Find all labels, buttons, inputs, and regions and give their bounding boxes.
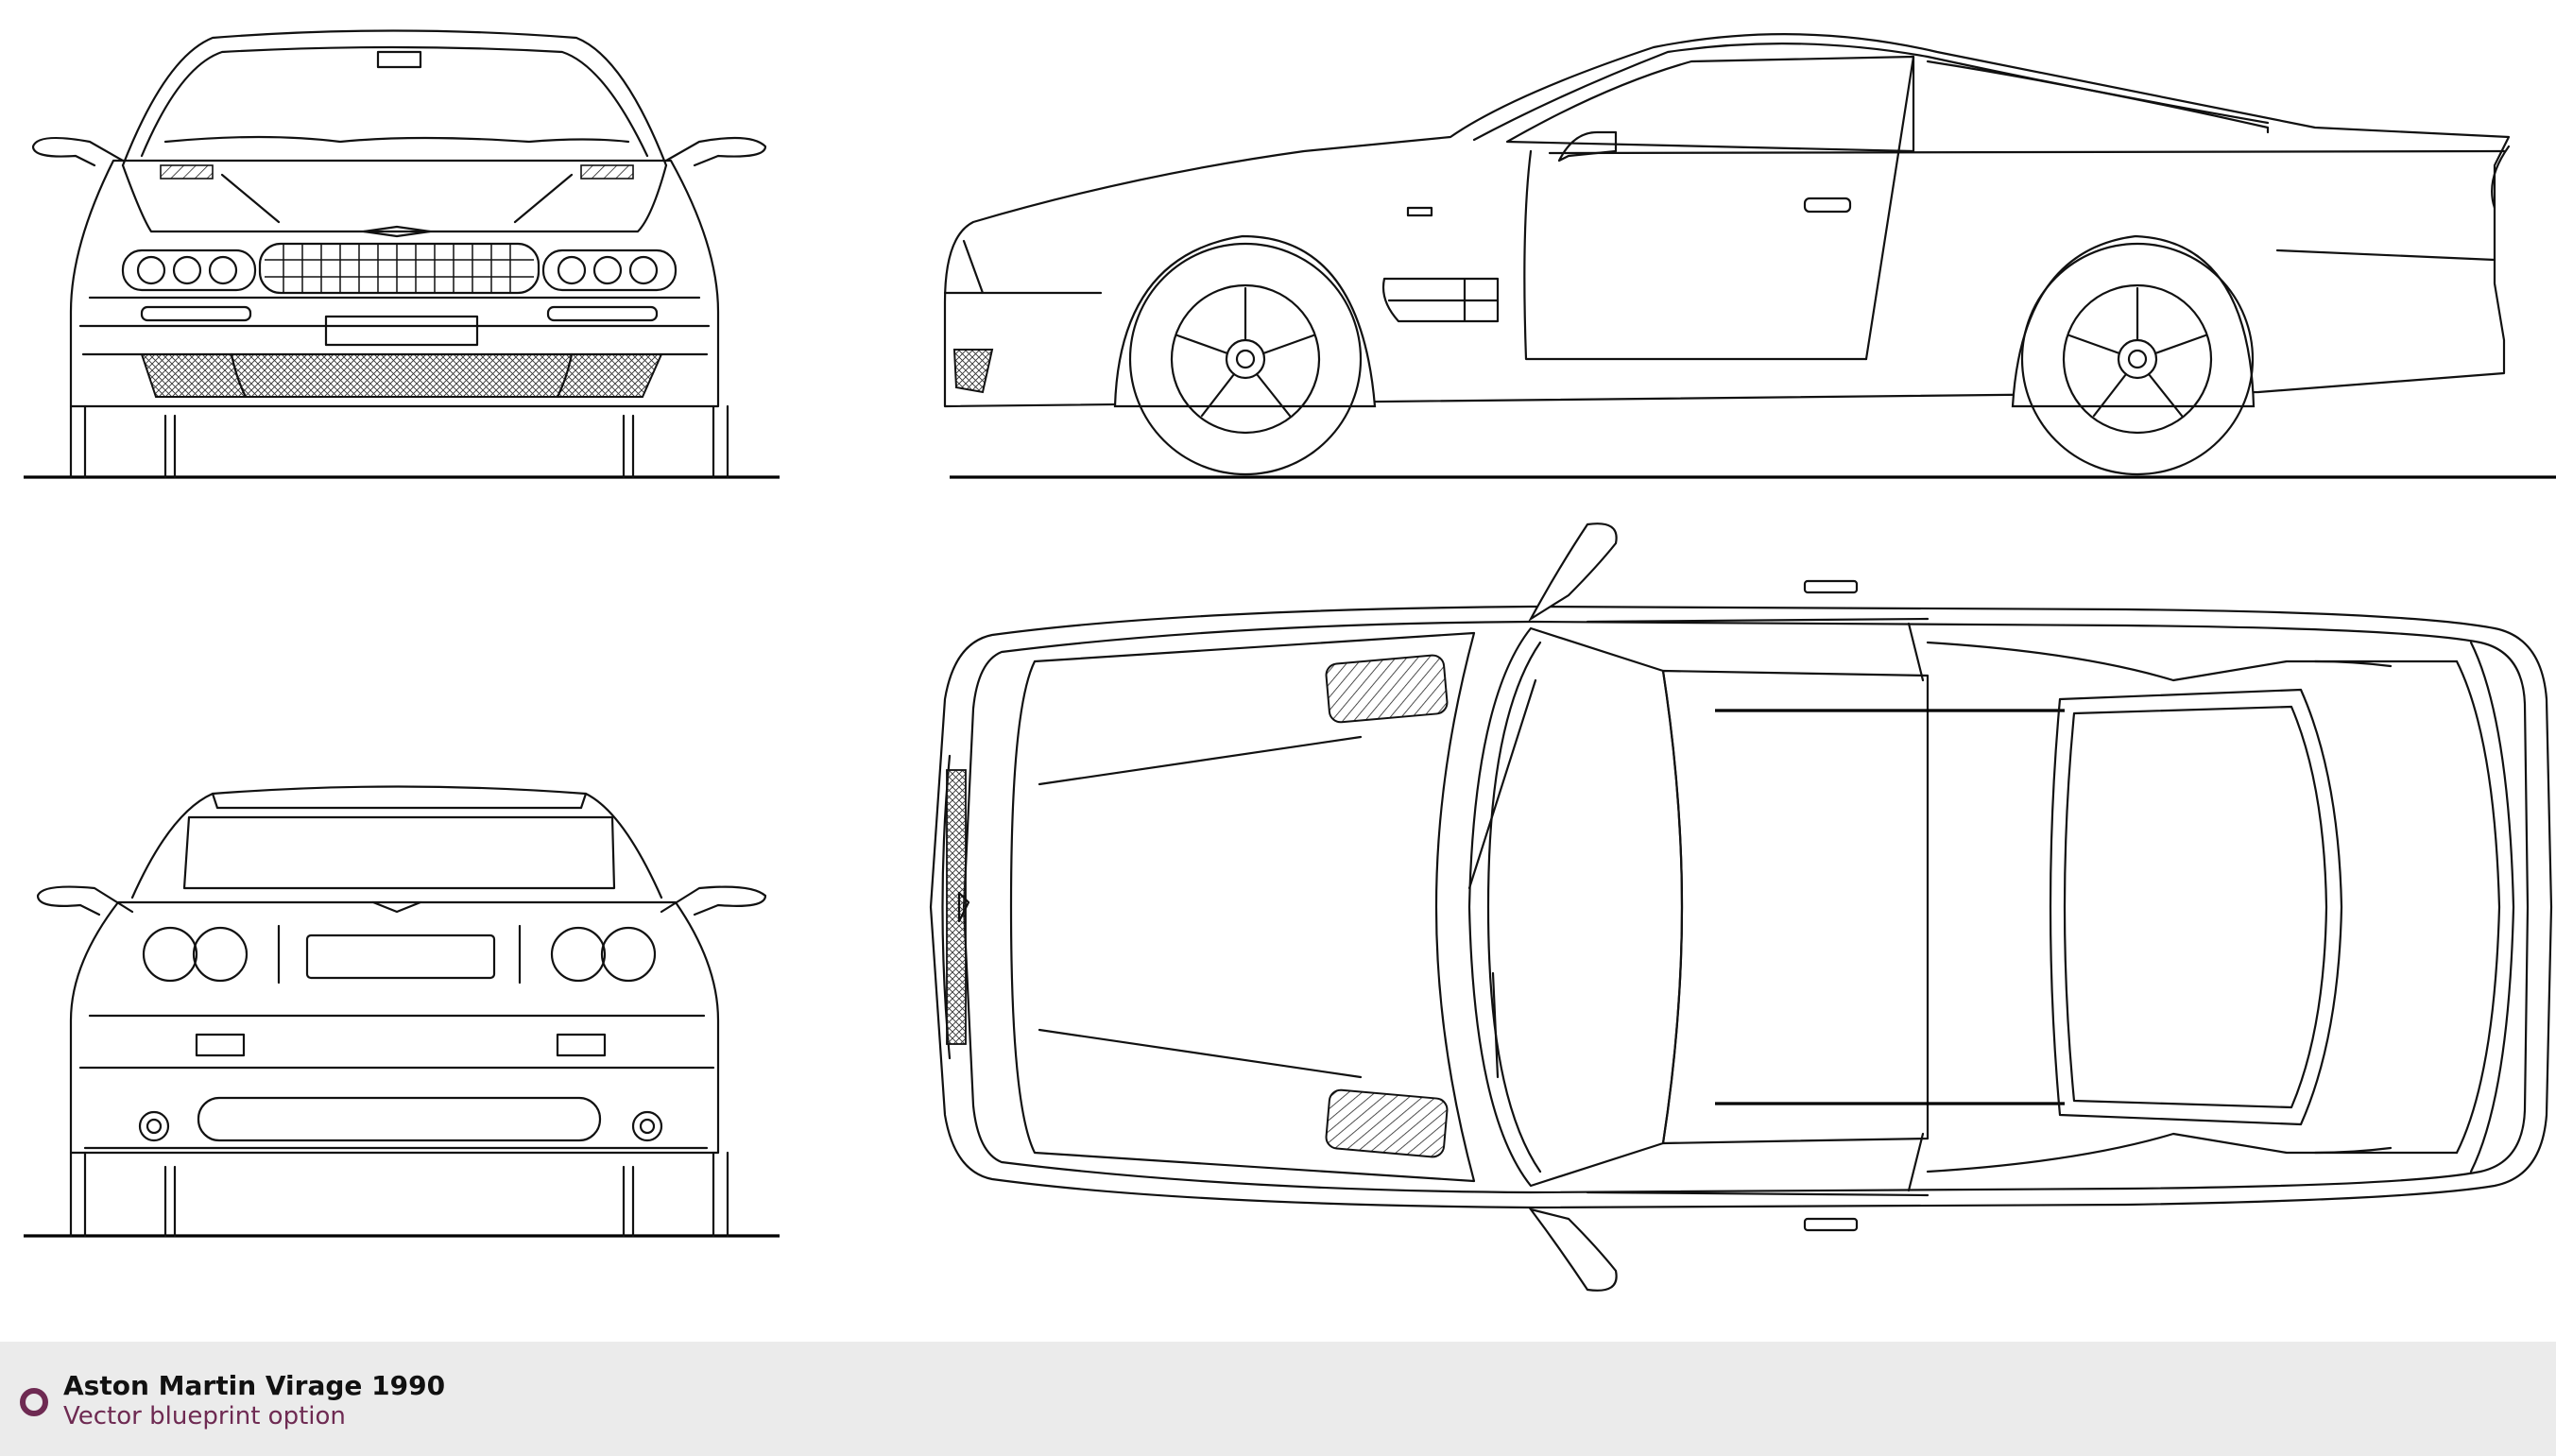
front-right-mirror [664, 136, 767, 167]
rear-window [182, 815, 616, 890]
side-view [943, 33, 2556, 479]
front-wheel [1128, 242, 1363, 476]
front-left-mirror [31, 136, 125, 167]
top-view [929, 522, 2553, 1292]
footer-bar: Aston Martin Virage 1990 Vector blueprin… [0, 1342, 2556, 1456]
rear-view [24, 785, 780, 1238]
rear-plate [305, 934, 496, 980]
front-view [24, 29, 780, 479]
footer-title: Aston Martin Virage 1990 [63, 1370, 446, 1401]
side-body [943, 33, 2511, 408]
footer-subtitle: Vector blueprint option [63, 1402, 346, 1430]
top-body [929, 605, 2553, 1209]
top-right-mirror [1528, 1208, 1618, 1292]
top-left-mirror [1528, 522, 1618, 623]
front-grille [258, 242, 540, 295]
rear-wheel [2020, 242, 2255, 476]
blueprint-drawing [24, 29, 2556, 1292]
front-plate [324, 315, 479, 347]
rear-body [69, 900, 720, 1155]
circle-logo-icon [20, 1388, 48, 1416]
top-rear-window [2049, 688, 2343, 1126]
front-roof [121, 29, 668, 167]
rear-roof [130, 785, 663, 899]
front-body [69, 159, 720, 408]
